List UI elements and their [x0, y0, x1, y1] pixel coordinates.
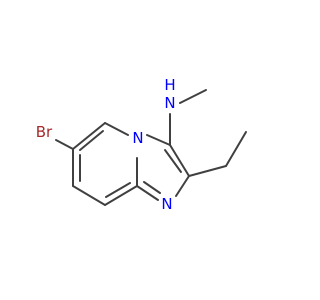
bond-c3a-n-bridge [146, 134, 171, 146]
bond-c3-n-ring [136, 185, 159, 201]
bond-c7-c6-inner [79, 130, 104, 151]
bond-c7-c6 [72, 122, 106, 150]
bond-c3-n-ring-inner [143, 181, 161, 194]
atom-bromine: Br [36, 123, 53, 141]
bond-c5-c4 [72, 185, 106, 206]
bond-n-bridge-c7 [104, 122, 129, 136]
bond-c4-c3 [104, 185, 138, 206]
bond-c6-br [55, 139, 74, 150]
bond-c2-c3a-inner [164, 149, 182, 173]
atom-nitrogen-bridge: N [132, 129, 143, 147]
bond-c2-ethyl-ch2 [188, 165, 227, 177]
molecule-diagram: Br N N N H [35, 76, 247, 213]
bond-nh-methyl [179, 89, 207, 104]
bond-c4-c3-inner [105, 182, 131, 198]
atom-hydrogen-amine: H [164, 76, 175, 94]
bond-c2-c3a [169, 144, 190, 177]
bond-n-ring-c2 [175, 175, 190, 197]
bond-ethyl-ch2-ch3 [225, 131, 247, 167]
atom-nitrogen-amine: N [164, 94, 175, 112]
atom-nitrogen-ring: N [161, 195, 172, 213]
structure-svg: Br N N N H [36, 76, 247, 213]
